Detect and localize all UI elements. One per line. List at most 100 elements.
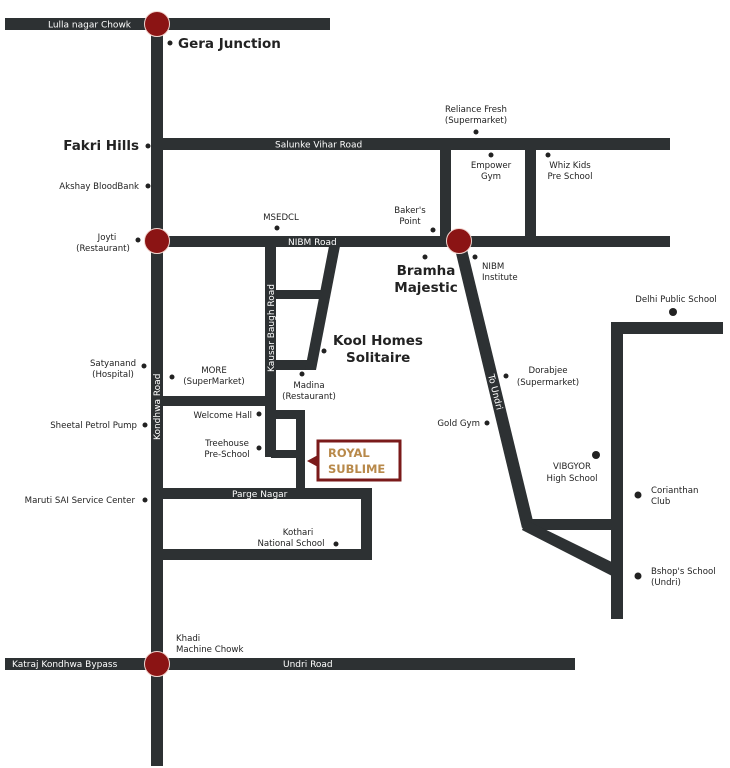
landmark-whiz-kids: Whiz Kids: [549, 161, 591, 171]
road-label-parge: Parge Nagar: [232, 490, 288, 500]
landmarks: Gera Junction Fakri Hills Akshay BloodBa…: [25, 36, 717, 655]
road-kothari-link: [361, 488, 372, 560]
landmark-akshay-bloodbank: Akshay BloodBank: [59, 182, 139, 192]
project-name-line2: SUBLIME: [328, 462, 385, 476]
landmark-treehouse-sub: Pre-School: [204, 450, 249, 460]
project-marker-royal-sublime: ROYAL SUBLIME: [307, 439, 402, 482]
landmark-joyti: Joyti: [97, 233, 117, 243]
road-more: [157, 396, 271, 406]
road-label-salunke: Salunke Vihar Road: [275, 141, 362, 151]
marker-dot: [333, 541, 339, 547]
road-nibm: [157, 236, 670, 247]
landmark-satyanand-sub: (Hospital): [92, 370, 134, 380]
road-link-1: [271, 290, 323, 299]
landmark-joyti-sub: (Restaurant): [76, 244, 130, 254]
landmark-kool-homes: Kool Homes: [333, 333, 423, 349]
road-link-3: [271, 410, 305, 419]
marker-dot: [145, 183, 151, 189]
marker-dot: [167, 40, 173, 46]
landmark-sheetal-petrol-pump: Sheetal Petrol Pump: [50, 421, 137, 431]
landmark-maruti-sai: Maruti SAI Service Center: [25, 496, 136, 506]
road-label-kondhwa: Kondhwa Road: [153, 374, 163, 440]
road-bakers-link: [440, 144, 451, 241]
marker-dot: [422, 254, 428, 260]
road-undri-link: [528, 519, 618, 530]
marker-dot: [484, 420, 490, 426]
road-link-5: [271, 450, 305, 458]
marker-dot: [592, 451, 600, 459]
marker-dot: [430, 227, 436, 233]
marker-dot: [142, 422, 148, 428]
marker-dot: [669, 308, 677, 316]
landmark-nibm-institute: NIBM: [482, 262, 504, 272]
road-east-vertical: [611, 322, 623, 619]
landmark-kool-homes-sub: Solitaire: [346, 350, 410, 366]
landmark-more-sub: (SuperMarket): [183, 377, 244, 387]
landmark-madina-sub: (Restaurant): [282, 392, 336, 402]
landmark-treehouse: Treehouse: [204, 439, 249, 449]
marker-dot: [503, 373, 509, 379]
landmark-bshops-school: Bshop's School: [651, 567, 716, 577]
landmark-bshops-sub: (Undri): [651, 578, 681, 588]
landmark-satyanand: Satyanand: [90, 359, 136, 369]
junction-khadi-machine: [144, 651, 170, 677]
landmark-kothari: Kothari: [283, 528, 313, 538]
landmark-corianthan-sub: Club: [651, 497, 670, 507]
road-kondhwa: [151, 18, 163, 766]
road-undri-diagonal: [522, 520, 620, 577]
landmark-bakers-sub: Point: [399, 217, 421, 227]
landmark-madina: Madina: [293, 381, 324, 391]
marker-dot: [472, 254, 478, 260]
marker-dot: [135, 237, 141, 243]
road-label-bypass: Katraj Kondhwa Bypass: [12, 660, 118, 670]
landmark-welcome-hall: Welcome Hall: [193, 411, 252, 421]
road-label-undri: Undri Road: [283, 660, 333, 670]
project-name-line1: ROYAL: [328, 446, 370, 460]
landmark-khadi-sub: Machine Chowk: [176, 645, 243, 655]
road-whiz-link: [525, 144, 536, 241]
pointer-icon: [307, 455, 318, 467]
landmark-dorabjee: Dorabjee: [528, 366, 567, 376]
marker-dot: [488, 152, 494, 158]
road-to-undri: [453, 241, 534, 528]
road-kothari: [157, 549, 372, 560]
landmark-gold-gym: Gold Gym: [437, 419, 480, 429]
road-diagonal-kool: [305, 241, 341, 370]
road-label-lulla: Lulla nagar Chowk: [48, 21, 132, 31]
marker-dot: [634, 491, 642, 499]
landmark-vibgyor-sub: High School: [546, 474, 597, 484]
landmark-dorabjee-sub: (Supermarket): [517, 378, 579, 388]
marker-dot: [256, 445, 262, 451]
road-label-nibm: NIBM Road: [288, 238, 337, 248]
marker-dot: [256, 411, 262, 417]
marker-dot: [142, 497, 148, 503]
junctions: [144, 11, 472, 677]
landmark-bakers-point: Baker's: [394, 206, 426, 216]
road-link-2: [271, 360, 313, 370]
marker-dot: [545, 152, 551, 158]
landmark-nibm-sub: Institute: [482, 273, 518, 283]
landmark-reliance-fresh: Reliance Fresh: [445, 105, 507, 115]
landmark-reliance-sub: (Supermarket): [445, 116, 507, 126]
marker-dot: [321, 348, 327, 354]
marker-dot: [274, 225, 280, 231]
road-parge-nagar: [157, 488, 372, 499]
road-label-kausar: Kausar Baugh Road: [267, 284, 277, 372]
marker-dot: [473, 129, 479, 135]
landmark-bramha-sub: Majestic: [394, 280, 457, 296]
landmark-delhi-public-school: Delhi Public School: [635, 295, 717, 305]
landmark-fakri-hills: Fakri Hills: [63, 138, 139, 154]
marker-dot: [145, 143, 151, 149]
junction-nibm-undri: [446, 228, 472, 254]
landmark-vibgyor: VIBGYOR: [553, 462, 591, 472]
landmark-kothari-sub: National School: [257, 539, 324, 549]
junction-lulla-nagar: [144, 11, 170, 37]
junction-nibm-kondhwa: [144, 228, 170, 254]
road-delhi-school: [611, 322, 723, 334]
roads: [5, 18, 723, 766]
marker-dot: [169, 374, 175, 380]
landmark-whiz-sub: Pre School: [548, 172, 593, 182]
marker-dot: [634, 572, 642, 580]
marker-dot: [141, 363, 147, 369]
